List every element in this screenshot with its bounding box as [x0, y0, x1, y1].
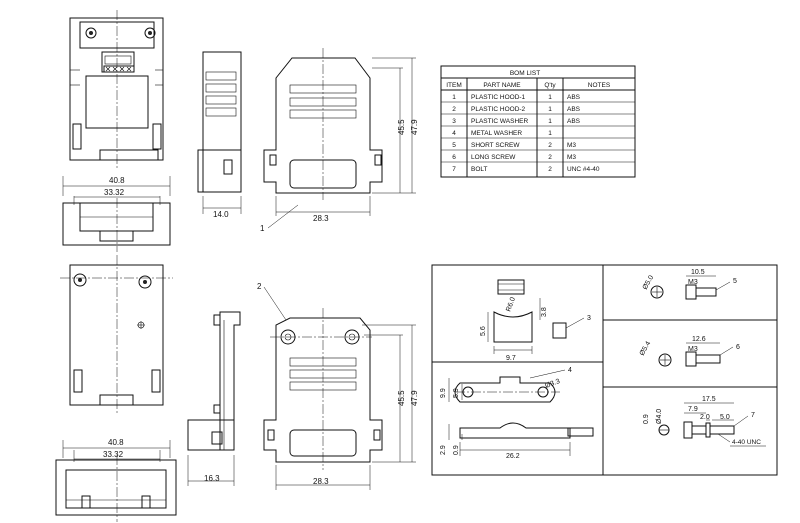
- bom-cell: 3: [452, 118, 456, 125]
- dim-metal-t2: 0.9: [453, 445, 460, 455]
- dim-screw5-len: 10.5: [691, 269, 705, 276]
- callout-2: 2: [257, 282, 262, 291]
- callout-4: 4: [568, 367, 572, 374]
- bom-cell: ABS: [567, 118, 581, 125]
- dim-screw5-thread: M3: [688, 279, 698, 286]
- dim-hood1-width: 28.3: [313, 214, 329, 223]
- bom-cell: PLASTIC HOOD-2: [471, 106, 526, 113]
- bom-cell: SHORT SCREW: [471, 142, 520, 149]
- dim-bolt-b: 2.0: [700, 414, 710, 421]
- dim-bottom-front-inner: 33.32: [103, 450, 124, 459]
- bom-cell: BOLT: [471, 166, 488, 173]
- dim-bottom-front-width: 40.8: [108, 438, 124, 447]
- hood-1-view: [263, 48, 416, 229]
- bom-cell: ABS: [567, 106, 581, 113]
- bom-cell: PLASTIC WASHER: [471, 118, 528, 125]
- top-side-view: [197, 51, 242, 214]
- dim-metal-hole: Ø3.3: [544, 378, 561, 390]
- dim-screw5-dia: Ø5.0: [642, 274, 656, 291]
- dim-bolt-a: 7.9: [688, 406, 698, 413]
- callout-6: 6: [736, 344, 740, 351]
- dim-hood2-height-b: 47.9: [410, 390, 419, 406]
- bom-header-part: PART NAME: [483, 82, 521, 89]
- bom-cell: UNC #4-40: [567, 166, 600, 173]
- dim-bolt-c: 5.0: [720, 414, 730, 421]
- dim-screw6-len: 12.6: [692, 336, 706, 343]
- bom-cell: 5: [452, 142, 456, 149]
- dim-washer-radius: R6.0: [505, 296, 517, 312]
- bom-cell: 2: [452, 106, 456, 113]
- dim-metal-t1: 2.9: [440, 445, 447, 455]
- short-screw-detail: [650, 275, 731, 300]
- dim-bottom-side-depth: 16.3: [204, 474, 220, 483]
- bom-cell: 1: [548, 94, 552, 101]
- bom-cell: ABS: [567, 94, 581, 101]
- dim-top-side-depth: 14.0: [213, 210, 229, 219]
- bolt-detail: [658, 402, 766, 447]
- dim-washer-w: 9.7: [506, 355, 516, 362]
- dim-washer-side: 5.6: [480, 326, 487, 336]
- plastic-washer-detail: [487, 279, 585, 354]
- bom-cell: M3: [567, 142, 576, 149]
- dim-top-front-inner: 33.32: [104, 188, 125, 197]
- callout-1: 1: [260, 224, 265, 233]
- bom-cell: 2: [548, 142, 552, 149]
- bottom-bottom-view: [55, 440, 177, 522]
- dim-metal-len: 26.2: [506, 453, 520, 460]
- dim-screw6-dia: Ø5.4: [639, 340, 653, 357]
- bom-header-notes: NOTES: [588, 82, 611, 89]
- bom-cell: PLASTIC HOOD-1: [471, 94, 526, 101]
- bom-cell: 2: [548, 154, 552, 161]
- top-front-view: [69, 10, 164, 170]
- dim-metal-h1: 9.9: [440, 388, 447, 398]
- dim-hood2-width: 28.3: [313, 477, 329, 486]
- detail-panel-frame: [431, 264, 778, 476]
- long-screw-detail: [658, 342, 734, 367]
- bom-cell: 1: [548, 118, 552, 125]
- callout-5: 5: [733, 278, 737, 285]
- bom-header-qty: Q'ty: [544, 82, 556, 89]
- bom-header-item: ITEM: [446, 82, 462, 89]
- bom-cell: M3: [567, 154, 576, 161]
- bom-cell: 1: [548, 106, 552, 113]
- bom-cell: 6: [452, 154, 456, 161]
- dim-washer-h: 3.8: [541, 307, 548, 317]
- bom-cell: 7: [452, 166, 456, 173]
- top-bottom-view: [62, 176, 171, 252]
- dim-bolt-t: 0.9: [643, 414, 650, 424]
- dim-bolt-thread: 4-40 UNC: [732, 439, 761, 446]
- bom-cell: 2: [548, 166, 552, 173]
- dim-screw6-thread: M3: [688, 346, 698, 353]
- bom-cell: 1: [548, 130, 552, 137]
- dim-bolt-dia: Ø4.0: [656, 409, 663, 424]
- bom-cell: 4: [452, 130, 456, 137]
- bottom-front-view: [60, 255, 173, 415]
- bom-cell: LONG SCREW: [471, 154, 516, 161]
- callout-7: 7: [751, 412, 755, 419]
- bottom-side-view: [187, 311, 241, 486]
- dim-hood1-height-b: 47.9: [410, 119, 419, 135]
- dim-metal-h2: 5.9: [453, 388, 460, 398]
- dim-top-front-width: 40.8: [109, 176, 125, 185]
- bom-cell: METAL WASHER: [471, 130, 522, 137]
- dim-bolt-len: 17.5: [702, 396, 716, 403]
- bom-table: [440, 65, 636, 178]
- hood-2-view: [263, 286, 416, 490]
- bom-cell: 1: [452, 94, 456, 101]
- dim-hood2-height-a: 45.5: [397, 390, 406, 406]
- dim-hood1-height-a: 45.5: [397, 119, 406, 135]
- callout-3: 3: [587, 315, 591, 322]
- bom-title: BOM LIST: [510, 70, 540, 77]
- metal-washer-detail: [448, 369, 594, 456]
